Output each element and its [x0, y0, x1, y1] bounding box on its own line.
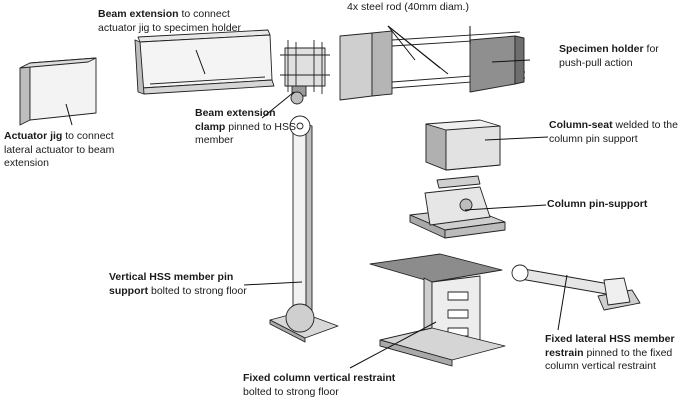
label-column-pin-support: Column pin-support: [547, 198, 648, 210]
label-vertical-hss: Vertical HSS member pin support bolted t…: [109, 271, 247, 297]
label-actuator-jig: Actuator jig to connect lateral actuator…: [4, 130, 115, 169]
actuator-jig: [19, 57, 97, 126]
fixed-lateral-hss-restrain: [511, 264, 641, 311]
label-beam-extension-clamp: Beam extension clamp pinned to HSS membe…: [195, 107, 296, 146]
fixed-column-restraint: [369, 253, 506, 367]
beam-extension-clamp: [280, 40, 330, 105]
label-column-seat: Column-seat welded to the column pin sup…: [549, 119, 678, 145]
column-seat: [425, 119, 501, 171]
label-fixed-column-restraint: Fixed column vertical restraint bolted t…: [243, 372, 396, 398]
label-beam-extension: Beam extension to connect actuator jig t…: [98, 8, 241, 34]
column-pin-support: [409, 175, 506, 239]
vertical-hss-member: [269, 115, 339, 343]
leader-lines: [65, 25, 568, 369]
label-specimen-holder: Specimen holder for push-pull action: [559, 43, 659, 69]
label-fixed-lateral-hss: Fixed lateral HSS member restrain pinned…: [545, 333, 675, 372]
beam-extension: [134, 29, 275, 95]
label-steel-rod: 4x steel rod (40mm diam.): [347, 1, 469, 13]
steel-rods-assembly: [339, 30, 526, 101]
